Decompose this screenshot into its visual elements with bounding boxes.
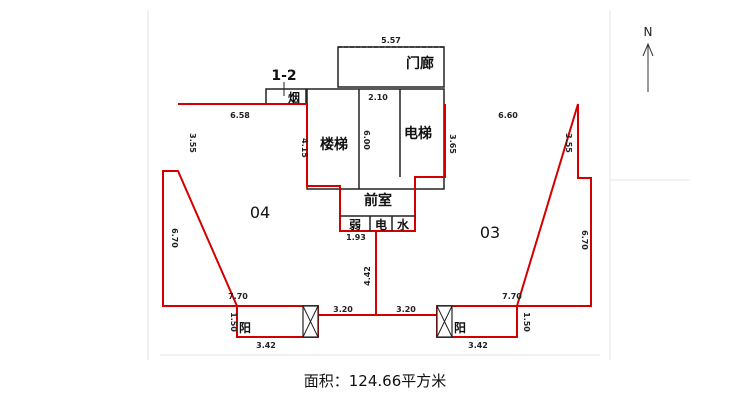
dim-core-depth: 6.00 (362, 130, 371, 150)
dim-right-recess: 3.20 (396, 305, 416, 314)
water-label: 水 (397, 217, 410, 232)
unit-04-label: 04 (250, 203, 270, 222)
weak-current-label: 弱 (349, 217, 361, 232)
balcony-left-drain-cross (302, 305, 319, 338)
dim-left-bottom: 7.70 (228, 292, 248, 301)
dim-balcony-right-depth: 1.50 (522, 312, 531, 332)
dim-right-bottom: 7.70 (502, 292, 522, 301)
porch-outline (337, 46, 445, 88)
dim-corridor-depth: 4.42 (363, 266, 372, 286)
dim-porch-width: 5.57 (381, 36, 401, 45)
balcony-left-label: 阳 (239, 320, 251, 335)
stairs-label: 楼梯 (320, 136, 348, 153)
dim-right-side: 6.70 (580, 230, 589, 250)
lobby-label: 前室 (364, 192, 392, 209)
dim-elevator-depth: 3.65 (448, 134, 457, 154)
dim-balcony-left-width: 3.42 (256, 341, 276, 350)
balcony-right-drain-cross (436, 305, 453, 338)
balcony-right-label: 阳 (454, 320, 466, 335)
dim-right-side-top: 3.55 (564, 133, 573, 153)
dim-left-side: 6.70 (170, 228, 179, 248)
dim-balcony-left-depth: 1.50 (229, 312, 238, 332)
dim-core-width: 2.10 (368, 93, 388, 102)
dim-left-side-top: 3.55 (188, 133, 197, 153)
dim-right-top: 6.60 (498, 111, 518, 120)
elevator-label: 电梯 (404, 125, 432, 142)
north-arrow-head (642, 42, 654, 57)
area-caption: 面积：124.66平方米 (303, 372, 447, 390)
porch-label: 门廊 (406, 55, 434, 72)
grid-mark-label: 1-2 (271, 68, 296, 84)
dim-left-top: 6.58 (230, 111, 250, 120)
north-arrow: N (642, 25, 654, 92)
electric-label: 电 (375, 217, 387, 232)
north-label: N (644, 25, 653, 39)
background-marks (147, 10, 690, 360)
dim-left-recess: 3.20 (333, 305, 353, 314)
dim-stair-depth: 4.15 (300, 138, 309, 158)
chimney-label: 烟 (288, 91, 300, 105)
dim-balcony-right-width: 3.42 (468, 341, 488, 350)
dim-lobby-width: 1.93 (346, 233, 366, 242)
unit-03-label: 03 (480, 223, 500, 242)
